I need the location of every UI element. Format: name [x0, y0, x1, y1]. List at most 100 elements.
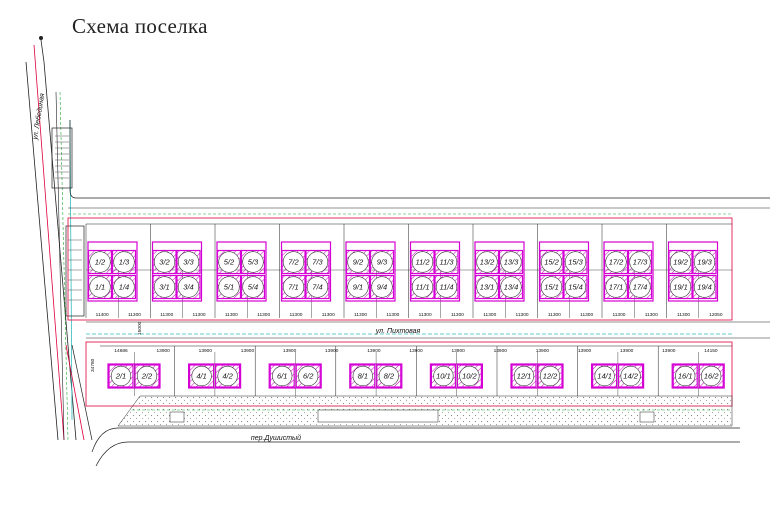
plot-7-4[interactable]: 7/4: [305, 274, 330, 300]
plot-7-3[interactable]: 7/3: [305, 249, 330, 275]
plot-15-1[interactable]: 15/1: [539, 274, 564, 300]
dim-label: 13900: [620, 348, 634, 354]
plot-label: 19/3: [697, 258, 712, 267]
plot-3-1[interactable]: 3/1: [152, 274, 177, 300]
plot-15-2[interactable]: 15/2: [539, 249, 564, 275]
dim-label: 11300: [128, 312, 141, 318]
plot-19-2[interactable]: 19/2: [668, 249, 693, 275]
plot-2-1[interactable]: 2/1: [108, 364, 134, 388]
plot-1-4[interactable]: 1/4: [111, 274, 137, 300]
plot-3-4[interactable]: 3/4: [176, 274, 201, 300]
plot-17-4[interactable]: 17/4: [627, 274, 653, 300]
plot-17-1[interactable]: 17/1: [603, 274, 629, 300]
plot-label: 12/1: [517, 372, 532, 381]
dim-label: 11300: [257, 312, 270, 318]
plot-17-2[interactable]: 17/2: [603, 249, 629, 275]
dim-label: 11300: [193, 312, 206, 318]
plot-16-2[interactable]: 16/2: [698, 364, 724, 388]
street-lebedinaya: ул. Лебединая: [25, 36, 93, 441]
plot-5-1[interactable]: 5/1: [216, 274, 242, 300]
plot-15-3[interactable]: 15/3: [563, 249, 588, 275]
plot-label: 9/3: [377, 258, 388, 267]
plot-label: 10/2: [462, 372, 477, 381]
road-top: [68, 120, 770, 215]
plot-1-2[interactable]: 1/2: [87, 249, 113, 275]
plot-10-2[interactable]: 10/2: [456, 364, 482, 388]
street-label-lebedinaya: ул. Лебединая: [31, 92, 46, 141]
plot-11-4[interactable]: 11/4: [434, 274, 459, 300]
pole-marker: [39, 36, 43, 40]
plot-label: 11/4: [439, 283, 453, 292]
plot-3-3[interactable]: 3/3: [176, 249, 201, 275]
street-pikhtovaya: ул. Пихтовая 15000: [86, 321, 770, 339]
dim-label: 11300: [483, 312, 496, 318]
plot-9-2[interactable]: 9/2: [345, 249, 371, 275]
plot-16-1[interactable]: 16/1: [672, 364, 698, 388]
plot-8-2[interactable]: 8/2: [376, 364, 402, 388]
plot-block: 6/1 6/2: [268, 363, 322, 389]
plot-2-2[interactable]: 2/2: [134, 364, 160, 388]
dim-label: 13900: [451, 348, 465, 354]
plot-17-3[interactable]: 17/3: [627, 249, 653, 275]
plot-label: 9/2: [353, 258, 364, 267]
plot-label: 19/4: [697, 283, 712, 292]
plot-12-2[interactable]: 12/2: [537, 364, 563, 388]
dim-label: 14686: [114, 348, 128, 354]
plot-9-4[interactable]: 9/4: [369, 274, 395, 300]
plot-19-3[interactable]: 19/3: [692, 249, 717, 275]
page-title: Схема поселка: [72, 14, 208, 38]
plot-13-1[interactable]: 13/1: [474, 274, 500, 300]
plot-7-1[interactable]: 7/1: [281, 274, 306, 300]
plot-1-1[interactable]: 1/1: [87, 274, 113, 300]
plot-15-4[interactable]: 15/4: [563, 274, 588, 300]
plot-block: 14/1 14/2: [590, 363, 645, 389]
plot-3-2[interactable]: 3/2: [152, 249, 177, 275]
plot-9-1[interactable]: 9/1: [345, 274, 371, 300]
plot-13-2[interactable]: 13/2: [474, 249, 500, 275]
plot-label: 14/1: [597, 372, 612, 381]
plot-12-1[interactable]: 12/1: [511, 364, 537, 388]
plot-8-1[interactable]: 8/1: [350, 364, 376, 388]
plot-block: 19/2 19/3 19/1 19/4: [667, 241, 719, 302]
plot-label: 3/4: [183, 283, 193, 292]
plot-6-2[interactable]: 6/2: [295, 364, 321, 388]
plot-11-1[interactable]: 11/1: [410, 274, 435, 300]
street-label-pikhtovaya: ул. Пихтовая: [375, 328, 421, 335]
plot-19-1[interactable]: 19/1: [668, 274, 693, 300]
plot-13-4[interactable]: 13/4: [498, 274, 524, 300]
plot-11-2[interactable]: 11/2: [410, 249, 435, 275]
plot-label: 7/2: [288, 258, 299, 267]
plot-label: 19/1: [673, 283, 688, 292]
plot-7-2[interactable]: 7/2: [281, 249, 306, 275]
plot-11-3[interactable]: 11/3: [434, 249, 459, 275]
plot-label: 1/2: [95, 258, 106, 267]
plot-6-1[interactable]: 6/1: [269, 364, 295, 388]
plot-5-3[interactable]: 5/3: [240, 249, 266, 275]
plot-1-3[interactable]: 1/3: [111, 249, 137, 275]
dim-label: 11300: [160, 312, 173, 318]
plot-4-1[interactable]: 4/1: [189, 364, 215, 388]
dim-label: 11300: [548, 312, 561, 318]
plot-5-2[interactable]: 5/2: [216, 249, 242, 275]
plot-10-1[interactable]: 10/1: [430, 364, 456, 388]
plot-label: 6/1: [277, 372, 287, 381]
dim-label: 13900: [241, 348, 255, 354]
plot-4-2[interactable]: 4/2: [215, 364, 241, 388]
plot-14-1[interactable]: 14/1: [591, 364, 618, 388]
plot-9-3[interactable]: 9/3: [369, 249, 395, 275]
plot-5-4[interactable]: 5/4: [240, 274, 266, 300]
plot-13-3[interactable]: 13/3: [498, 249, 524, 275]
street-label-dushisty: пер.Душистый: [251, 434, 301, 442]
plot-14-2[interactable]: 14/2: [617, 364, 644, 388]
plot-19-4[interactable]: 19/4: [692, 274, 717, 300]
